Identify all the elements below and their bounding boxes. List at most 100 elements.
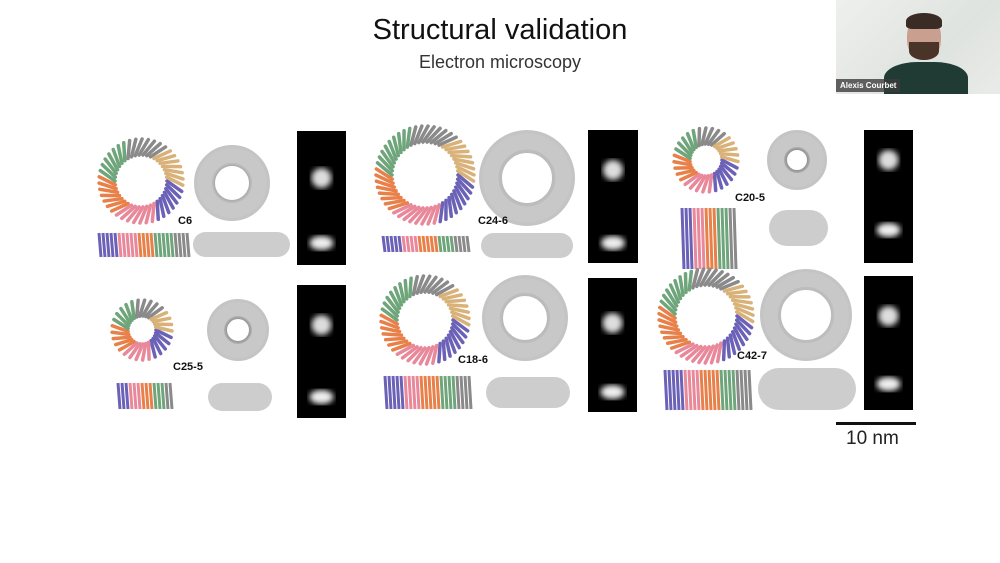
- em-top-view: [878, 150, 899, 170]
- protein-ring-strand: [658, 324, 681, 332]
- protein-side-strand: [413, 235, 419, 253]
- protein-ring-strand: [105, 199, 127, 209]
- protein-ring-strand: [675, 168, 696, 176]
- protein-side-strand: [116, 382, 122, 410]
- protein-side-strand: [732, 207, 738, 270]
- protein-ring-strand: [109, 201, 130, 213]
- protein-ring-strand: [149, 310, 169, 322]
- protein-ring-strand: [374, 179, 397, 189]
- density-map-top-shade: [482, 133, 572, 223]
- protein-ring-strand: [141, 139, 157, 157]
- protein-ring-strand: [715, 275, 735, 289]
- protein-side-strand: [128, 382, 134, 410]
- protein-ring-strand: [150, 201, 156, 224]
- protein-ring-strand: [418, 345, 431, 366]
- protein-ring-strand: [98, 168, 117, 183]
- protein-side-strand: [157, 232, 163, 258]
- protein-ring-strand: [695, 267, 706, 289]
- protein-side-strand: [381, 235, 387, 253]
- protein-side-strand: [393, 235, 399, 253]
- protein-ring-strand: [385, 295, 400, 314]
- protein-side-strand: [129, 232, 135, 258]
- protein-side-strand: [391, 375, 397, 410]
- protein-ring-strand: [452, 189, 463, 211]
- protein-side-strand: [728, 207, 734, 270]
- protein-ring-strand: [122, 140, 127, 163]
- protein-side-strand: [735, 369, 741, 411]
- protein-side-strand: [133, 232, 139, 258]
- protein-side-strand: [185, 232, 191, 258]
- protein-side-strand: [117, 232, 123, 258]
- protein-ring-strand: [674, 147, 692, 161]
- protein-ring-strand: [703, 344, 715, 365]
- protein-side-strand: [708, 207, 714, 270]
- protein-ring-strand: [426, 204, 437, 226]
- protein-ring-strand: [137, 298, 147, 318]
- protein-ring-strand: [377, 191, 401, 197]
- panel-label: C25-5: [173, 361, 203, 373]
- participant-name: Alexis Courbet: [836, 79, 901, 92]
- slide-title: Structural validation: [372, 14, 628, 46]
- protein-side-strand: [399, 375, 405, 410]
- protein-side-strand: [97, 232, 103, 258]
- protein-side-strand: [696, 207, 702, 270]
- protein-ring-strand: [680, 136, 694, 154]
- protein-side-strand: [101, 232, 107, 258]
- protein-side-strand: [731, 369, 737, 411]
- protein-ring-strand: [414, 206, 429, 225]
- protein-ring-strand: [377, 155, 395, 173]
- protein-ring-strand: [110, 330, 131, 337]
- protein-ring-strand: [728, 333, 737, 356]
- protein-ring-strand: [391, 135, 401, 158]
- protein-side-strand: [743, 369, 749, 411]
- protein-ring-strand: [130, 300, 136, 321]
- protein-ring-strand: [162, 190, 175, 210]
- protein-ring-strand: [444, 298, 467, 304]
- protein-ring-strand: [697, 345, 711, 365]
- protein-side-strand: [445, 235, 451, 253]
- protein-ring-strand: [720, 158, 739, 170]
- protein-ring-strand: [111, 335, 132, 341]
- protein-side-strand: [403, 375, 409, 410]
- protein-ring-strand: [405, 126, 412, 149]
- protein-ring-strand: [455, 169, 476, 183]
- protein-ring-strand: [164, 186, 179, 205]
- protein-ring-strand: [431, 280, 450, 295]
- protein-ring-strand: [134, 342, 145, 362]
- protein-side-strand: [425, 235, 431, 253]
- slide-subtitle: Electron microscopy: [418, 52, 582, 72]
- em-side-view: [309, 390, 334, 404]
- protein-side-strand: [427, 375, 433, 410]
- protein-ring-strand: [657, 311, 678, 324]
- protein-side-strand: [712, 207, 718, 270]
- protein-ring-strand: [164, 183, 182, 200]
- protein-ring-strand: [669, 340, 692, 350]
- protein-side-strand: [105, 232, 111, 258]
- protein-ring-strand: [375, 161, 394, 177]
- protein-ring-strand: [658, 305, 677, 320]
- protein-side-strand: [125, 232, 131, 258]
- protein-ring-strand: [455, 165, 476, 177]
- protein-side-strand: [679, 369, 685, 411]
- protein-side-strand: [169, 232, 175, 258]
- protein-side-strand: [692, 207, 698, 270]
- protein-ring-strand: [679, 343, 699, 358]
- protein-ring-strand: [380, 195, 403, 201]
- protein-side-strand: [156, 382, 162, 410]
- protein-ring-strand: [107, 152, 120, 172]
- protein-ring-strand: [149, 338, 157, 359]
- protein-ring-strand: [388, 290, 402, 311]
- webcam-tile[interactable]: Alexis Courbet: [836, 0, 1000, 94]
- protein-ring-strand: [438, 201, 445, 224]
- protein-ring-strand: [701, 174, 711, 194]
- protein-ring-strand: [162, 167, 184, 175]
- protein-ring-strand: [735, 314, 754, 330]
- participant-hair: [906, 13, 942, 29]
- protein-side-strand: [153, 232, 159, 258]
- protein-ring-strand: [715, 141, 735, 151]
- protein-ring-strand: [427, 277, 444, 295]
- protein-side-strand: [703, 369, 709, 411]
- protein-ring-strand: [719, 279, 740, 291]
- protein-ring-strand: [152, 149, 173, 161]
